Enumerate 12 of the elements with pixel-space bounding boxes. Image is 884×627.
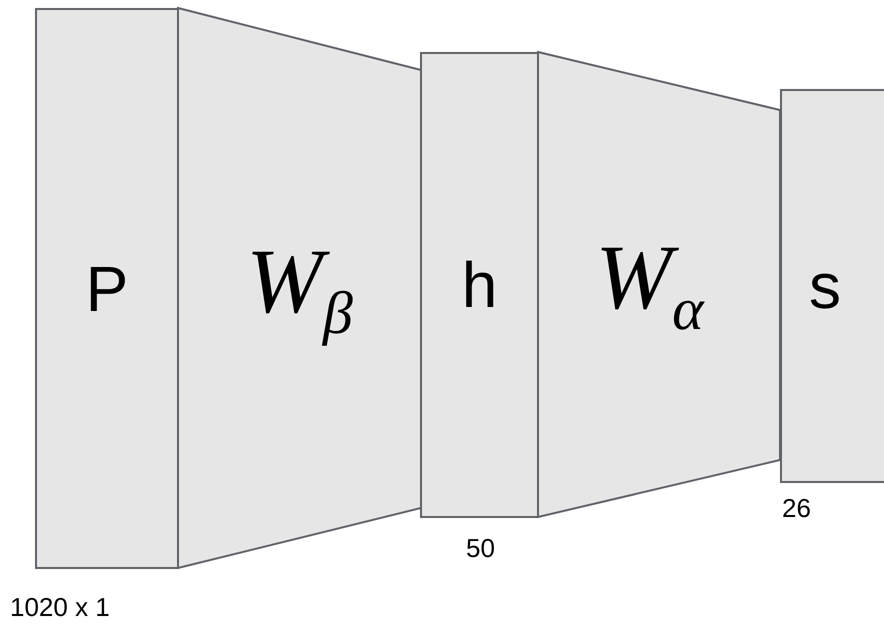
size-label: 1020 x 1 [10, 592, 110, 623]
size-label: 50 [466, 533, 495, 564]
weight-symbol: W$_{α}$ [595, 231, 704, 339]
layer-box [420, 52, 539, 518]
layer-label: h [462, 253, 498, 317]
layer-label: P [86, 256, 128, 320]
layer-box [780, 89, 884, 483]
layer-box [35, 8, 179, 569]
weight-trapezoid [178, 8, 421, 569]
size-label: 26 [782, 493, 811, 524]
weight-trapezoid [538, 52, 781, 518]
layer-label: s [809, 254, 841, 318]
